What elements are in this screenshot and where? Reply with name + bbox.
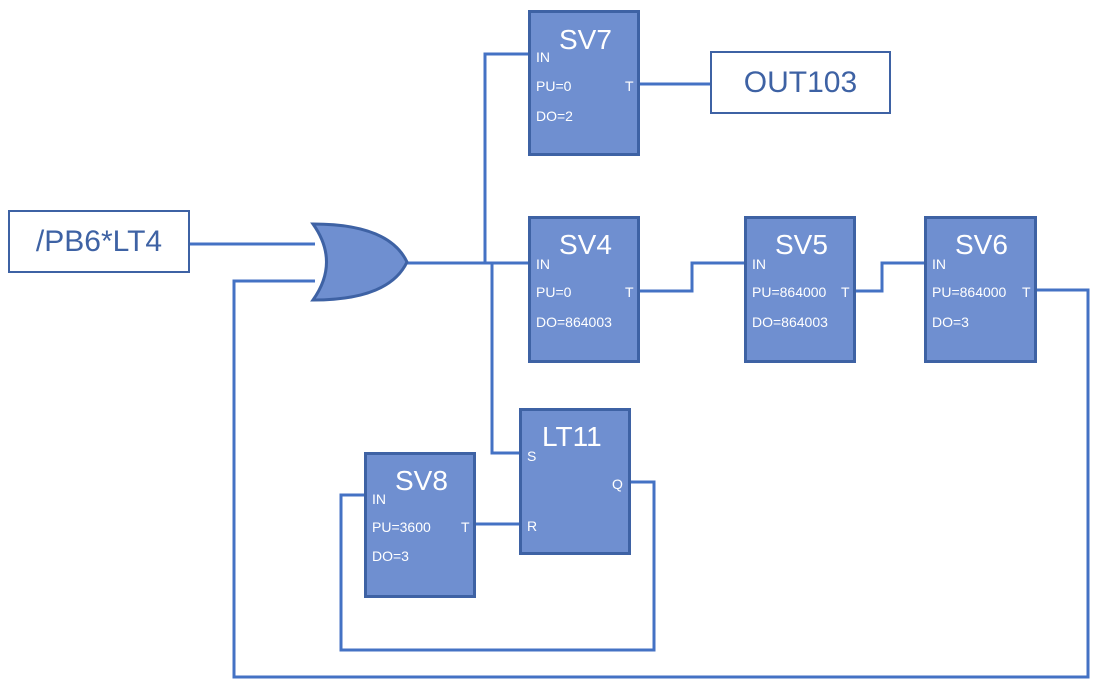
pin-in: IN [372,491,386,507]
timer-block-sv7: SV7 IN PU=0 T DO=2 [528,10,640,156]
wire-sv5-to-sv6 [856,261,926,293]
output-label: OUT103 [743,65,858,99]
pin-do: DO=864003 [752,314,828,330]
pin-out-t: T [1022,284,1031,300]
pin-s: S [527,448,537,464]
block-title: LT11 [542,421,602,452]
pin-pu: PU=0 [536,78,572,94]
wire-lt11-q-to-sv8 [339,480,656,652]
pin-do: DO=2 [536,108,573,124]
pin-q: Q [612,476,623,492]
timer-block-sv5: SV5 IN PU=864000 T DO=864003 [744,216,856,363]
pin-r: R [527,518,538,534]
wire-to-lt11-s [490,263,521,455]
pin-out-t: T [625,78,634,94]
wire-sv4-to-sv5 [640,261,746,293]
block-title: SV8 [395,465,448,496]
block-title: SV7 [559,24,612,55]
pin-pu: PU=864000 [932,284,1007,300]
pin-pu: PU=864000 [752,284,827,300]
pin-do: DO=3 [932,314,969,330]
block-title: SV6 [955,229,1008,260]
pin-do: DO=864003 [536,314,612,330]
pin-out-t: T [461,519,470,535]
pin-in: IN [536,49,550,65]
pin-in: IN [536,256,550,272]
pin-pu: PU=0 [536,284,572,300]
output-box: OUT103 [710,51,891,114]
pin-out-t: T [841,284,850,300]
wire-to-sv7 [483,52,530,263]
timer-block-sv4: SV4 IN PU=0 T DO=864003 [528,216,640,363]
timer-block-sv6: SV6 IN PU=864000 T DO=3 [924,216,1037,363]
or-gate-icon [310,222,409,302]
block-title: SV4 [559,229,612,260]
latch-block-lt11: LT11 S Q R [519,408,631,555]
pin-pu: PU=3600 [372,519,431,535]
pin-out-t: T [625,284,634,300]
pin-in: IN [932,256,946,272]
pin-do: DO=3 [372,548,409,564]
block-title: SV5 [775,229,828,260]
wire-sv6-feedback-to-or [232,279,1090,679]
input-expression-label: /PB6*LT4 [35,224,163,258]
timer-block-sv8: SV8 IN PU=3600 T DO=3 [364,452,476,598]
input-expression-box: /PB6*LT4 [8,210,190,273]
pin-in: IN [752,256,766,272]
